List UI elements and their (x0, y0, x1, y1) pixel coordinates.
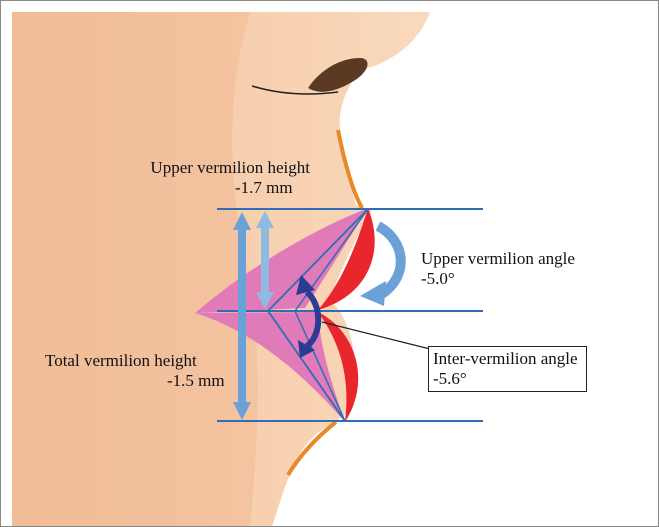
total-vermilion-height-value: -1.5 mm (45, 371, 225, 391)
inter-vermilion-angle-title: Inter-vermilion angle (433, 349, 578, 369)
total-vermilion-height-label: Total vermilion height -1.5 mm (45, 351, 225, 391)
inter-vermilion-angle-label: Inter-vermilion angle -5.6° (428, 346, 587, 392)
upper-vermilion-angle-title: Upper vermilion angle (421, 249, 575, 269)
upper-vermilion-angle-value: -5.0° (421, 269, 575, 289)
total-vermilion-height-title: Total vermilion height (45, 351, 225, 371)
upper-vermilion-height-label: Upper vermilion height -1.7 mm (110, 158, 310, 198)
upper-vermilion-angle-label: Upper vermilion angle -5.0° (421, 249, 575, 289)
face-shadow (12, 12, 258, 527)
inter-vermilion-angle-value: -5.6° (433, 369, 578, 389)
upper-vermilion-height-value: -1.7 mm (110, 178, 310, 198)
upper-vermilion-height-title: Upper vermilion height (110, 158, 310, 178)
